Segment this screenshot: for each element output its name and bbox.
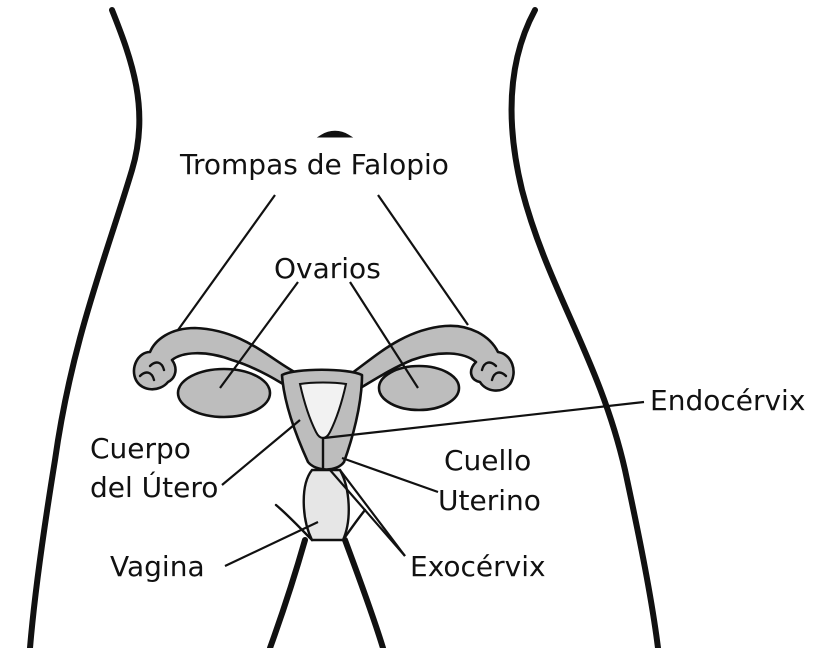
label-exocervix: Exocérvix [410,550,546,583]
leader-uterus-body [222,420,300,485]
label-uterus-body-line2: del Útero [90,470,218,504]
label-uterus-body-line1: Cuerpo [90,432,191,465]
inner-thigh-right [345,540,383,648]
ovary-right [379,366,459,410]
label-fallopian-tubes: Trompas de Falopio [179,148,449,181]
leader-cervix [342,458,438,492]
label-cervix-line2: Uterino [438,484,541,517]
label-ovaries: Ovarios [274,252,381,285]
navel [322,132,348,136]
leader-fallopian-right [378,195,468,325]
ovary-left [178,369,270,417]
leader-fallopian-left [178,195,275,330]
vagina-shape [304,470,349,540]
leader-endocervix [324,402,644,438]
label-vagina: Vagina [110,550,205,583]
label-cervix-line1: Cuello [444,444,531,477]
label-endocervix: Endocérvix [650,384,805,417]
labels: Trompas de Falopio Ovarios Cuerpo del Út… [90,148,805,583]
inner-thigh-left [270,540,305,648]
